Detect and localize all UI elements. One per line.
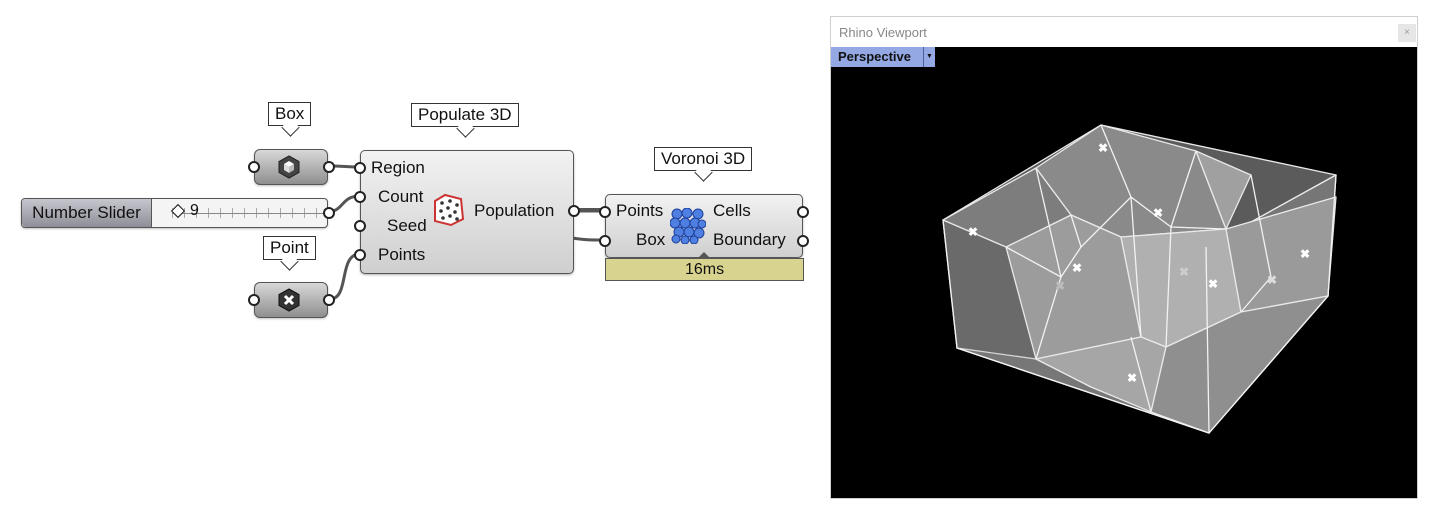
voronoi-boundary-grip[interactable] xyxy=(797,235,809,247)
point-param[interactable] xyxy=(254,282,328,318)
timer-pointer xyxy=(697,252,711,259)
box-callout-label: Box xyxy=(275,104,305,123)
voronoi-callout-label: Voronoi 3D xyxy=(661,149,746,168)
voronoi-3d-icon xyxy=(670,208,706,244)
voronoi-render: ✖ ✖ ✖ ✖ ✖ ✖ ✖ ✖ ✖ ✖ xyxy=(942,124,1337,434)
seed-point: ✖ xyxy=(1072,261,1082,275)
slider-track[interactable] xyxy=(172,213,327,214)
voronoi-box-grip[interactable] xyxy=(599,235,611,247)
voronoi-input-box: Box xyxy=(636,230,666,249)
slider-name: Number Slider xyxy=(22,199,152,227)
populate-callout-label: Populate 3D xyxy=(418,105,512,124)
voronoi-3d-component[interactable]: Points Box Cells Boundary xyxy=(605,194,803,258)
rhino-viewport-window: Rhino Viewport × xyxy=(830,16,1418,499)
populate-3d-icon xyxy=(434,193,465,227)
populate-input-region: Region xyxy=(371,158,425,177)
seed-point: ✖ xyxy=(1267,273,1277,287)
profiler-timer: 16ms xyxy=(605,258,804,281)
populate-output-population: Population xyxy=(474,201,555,220)
voronoi-output-boundary: Boundary xyxy=(713,230,786,249)
populate-population-grip[interactable] xyxy=(568,205,580,217)
populate-points-grip[interactable] xyxy=(354,249,366,261)
perspective-tab[interactable]: Perspective xyxy=(831,47,925,67)
populate-seed-grip[interactable] xyxy=(354,220,366,232)
perspective-viewport[interactable]: ✖ ✖ ✖ ✖ ✖ ✖ ✖ ✖ ✖ ✖ Perspective ▼ xyxy=(831,47,1417,498)
point-callout-label: Point xyxy=(270,238,309,257)
voronoi-callout: Voronoi 3D xyxy=(654,147,753,182)
seed-point: ✖ xyxy=(1098,141,1108,155)
voronoi-output-cells: Cells xyxy=(713,201,751,220)
box-callout: Box xyxy=(268,102,312,137)
close-icon[interactable]: × xyxy=(1398,24,1416,42)
populate-input-seed: Seed xyxy=(387,216,427,235)
seed-point: ✖ xyxy=(1055,279,1065,293)
box-icon xyxy=(278,155,300,179)
populate-3d-component[interactable]: Region Count Seed Points Population xyxy=(360,150,574,274)
seed-point: ✖ xyxy=(1300,247,1310,261)
slider-value: 9 xyxy=(190,202,199,219)
box-output-grip[interactable] xyxy=(323,161,335,173)
seed-point: ✖ xyxy=(1179,265,1189,279)
populate-callout: Populate 3D xyxy=(411,103,519,138)
populate-count-grip[interactable] xyxy=(354,191,366,203)
point-input-grip[interactable] xyxy=(248,294,260,306)
point-callout: Point xyxy=(263,236,316,271)
seed-point: ✖ xyxy=(968,225,978,239)
box-input-grip[interactable] xyxy=(248,161,260,173)
box-param[interactable] xyxy=(254,149,328,185)
number-slider[interactable]: Number Slider 9 xyxy=(21,198,328,228)
voronoi-cells-grip[interactable] xyxy=(797,206,809,218)
grasshopper-canvas[interactable]: Box Populate 3D Voronoi 3D Point Number … xyxy=(0,0,820,517)
viewport-window-title: Rhino Viewport xyxy=(839,25,927,40)
chevron-down-icon[interactable]: ▼ xyxy=(923,47,935,67)
point-output-grip[interactable] xyxy=(323,294,335,306)
populate-region-grip[interactable] xyxy=(354,162,366,174)
seed-point: ✖ xyxy=(1153,206,1163,220)
seed-point: ✖ xyxy=(1127,371,1137,385)
slider-output-grip[interactable] xyxy=(323,207,335,219)
populate-input-count: Count xyxy=(378,187,424,206)
populate-input-points: Points xyxy=(378,245,426,264)
seed-point: ✖ xyxy=(1208,277,1218,291)
voronoi-points-grip[interactable] xyxy=(599,206,611,218)
voronoi-input-points: Points xyxy=(616,201,664,220)
point-x-icon xyxy=(278,288,300,312)
wire-point-points xyxy=(329,252,361,301)
